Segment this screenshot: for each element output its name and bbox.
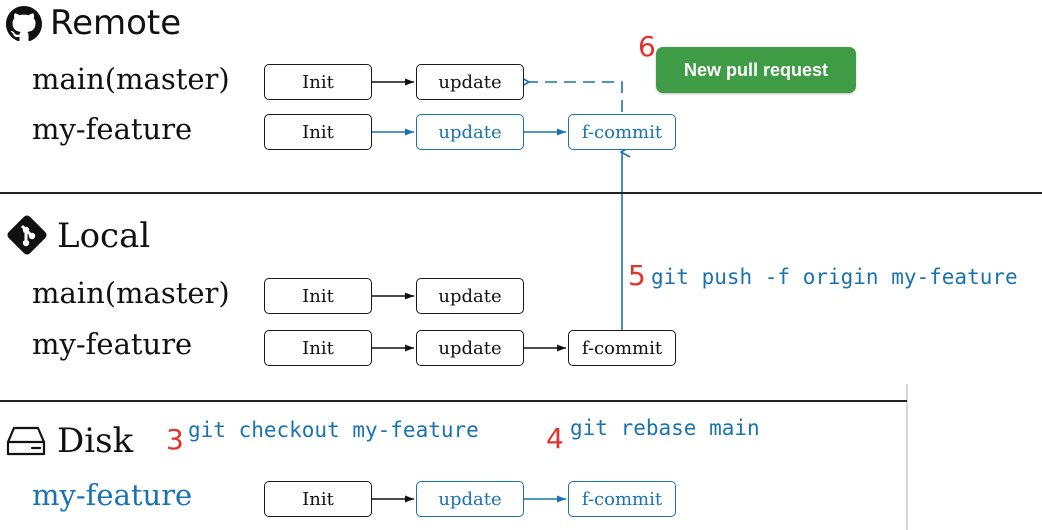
local-main-node-update[interactable]: update [416, 278, 524, 314]
pull-request-dashed-arrow [528, 82, 623, 112]
disk-node-f-commit[interactable]: f-commit [568, 481, 676, 517]
local-feature-node-f-commit[interactable]: f-commit [568, 330, 676, 366]
github-icon [6, 6, 42, 42]
new-pull-request-button[interactable]: New pull request [656, 47, 856, 93]
local-branch-feature-label: my-feature [32, 327, 193, 361]
remote-feature-node-f-commit[interactable]: f-commit [568, 114, 676, 150]
push-command: git push -f origin my-feature [651, 265, 1018, 289]
remote-title: Remote [50, 3, 182, 43]
local-disk-divider [0, 400, 907, 402]
step-5-marker: 5 [628, 259, 646, 292]
disk-title: Disk [57, 421, 134, 461]
local-main-node-init[interactable]: Init [264, 278, 372, 314]
remote-local-divider [0, 192, 1042, 194]
disk-branch-label: my-feature [32, 478, 193, 512]
local-title: Local [57, 216, 151, 256]
git-icon [6, 214, 48, 256]
rebase-command: git rebase main [570, 416, 760, 440]
step-3-marker: 3 [166, 423, 184, 456]
remote-feature-node-init[interactable]: Init [264, 114, 372, 150]
checkout-command: git checkout my-feature [188, 418, 479, 442]
step-6-marker: 6 [638, 30, 656, 63]
remote-branch-feature-label: my-feature [32, 112, 193, 146]
local-feature-node-init[interactable]: Init [264, 330, 372, 366]
remote-feature-node-update[interactable]: update [416, 114, 524, 150]
disk-node-init[interactable]: Init [264, 481, 372, 517]
hard-drive-icon [6, 424, 46, 458]
remote-branch-main-label: main(master) [32, 62, 230, 96]
disk-node-update[interactable]: update [416, 481, 524, 517]
remote-main-node-init[interactable]: Init [264, 64, 372, 100]
remote-main-node-update[interactable]: update [416, 64, 524, 100]
local-branch-main-label: main(master) [32, 276, 230, 310]
step-4-marker: 4 [546, 422, 564, 455]
local-feature-node-update[interactable]: update [416, 330, 524, 366]
